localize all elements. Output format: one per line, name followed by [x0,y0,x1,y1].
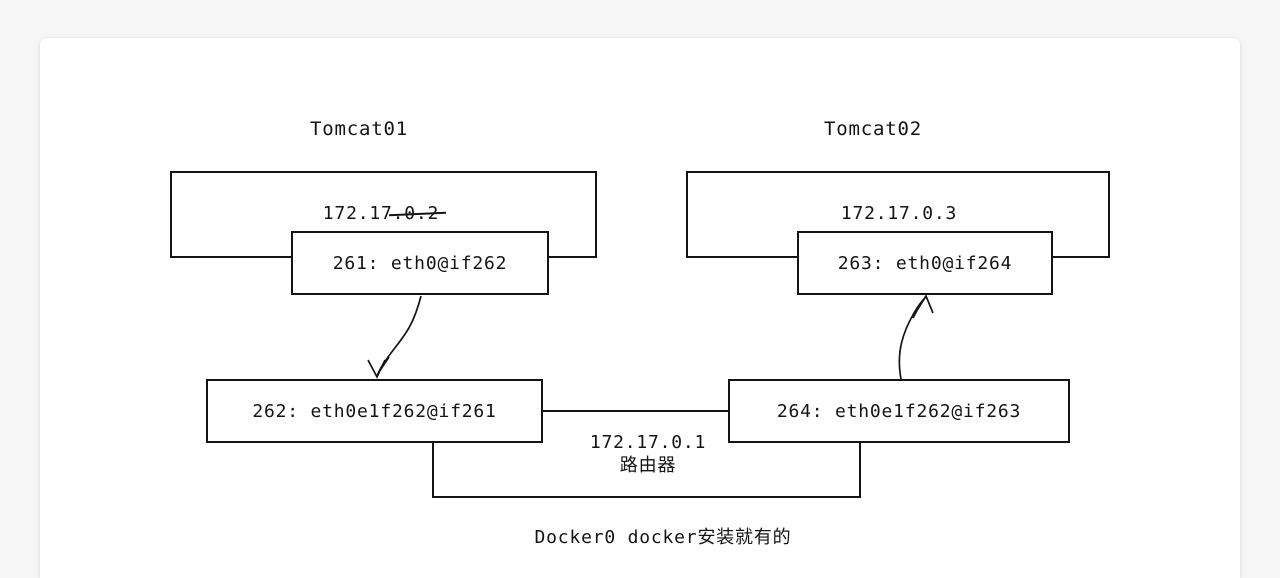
router-name: 路由器 [619,455,677,476]
veth-box-261-label: 261: eth0@if262 [332,252,508,274]
veth-pair-arrow-right-shaft [898,297,926,380]
veth-box-261: 261: eth0@if262 [291,231,549,295]
veth-box-263-label: 263: eth0@if264 [837,252,1013,274]
docker0-bridge-note: Docker0 docker安装就有的 [534,527,792,548]
tomcat01-title: Tomcat01 [310,118,408,140]
tomcat01-ip-struck-octets: 0.2 [404,203,440,224]
veth-box-264-label: 264: eth0e1f262@if263 [776,400,1022,422]
router-label: 172.17.0.1 路由器 [548,431,748,477]
router-ip: 172.17.0.1 [589,432,707,453]
tomcat02-title: Tomcat02 [824,118,922,140]
veth-box-263: 263: eth0@if264 [797,231,1053,295]
docker0-bus-line [432,443,861,498]
veth-box-262-label: 262: eth0e1f262@if261 [252,400,497,422]
tomcat01-ip-label: 172.17.0.2 [281,203,481,224]
tomcat02-ip-label: 172.17.0.3 [840,203,958,224]
veth-pair-arrow-left-head [367,356,390,379]
veth-pair-arrow-right-head [912,294,934,319]
diagram-card [40,38,1240,578]
tomcat01-ip-prefix: 172.17. [322,203,405,224]
veth-box-262: 262: eth0e1f262@if261 [206,379,543,443]
veth-box-264: 264: eth0e1f262@if263 [728,379,1070,443]
